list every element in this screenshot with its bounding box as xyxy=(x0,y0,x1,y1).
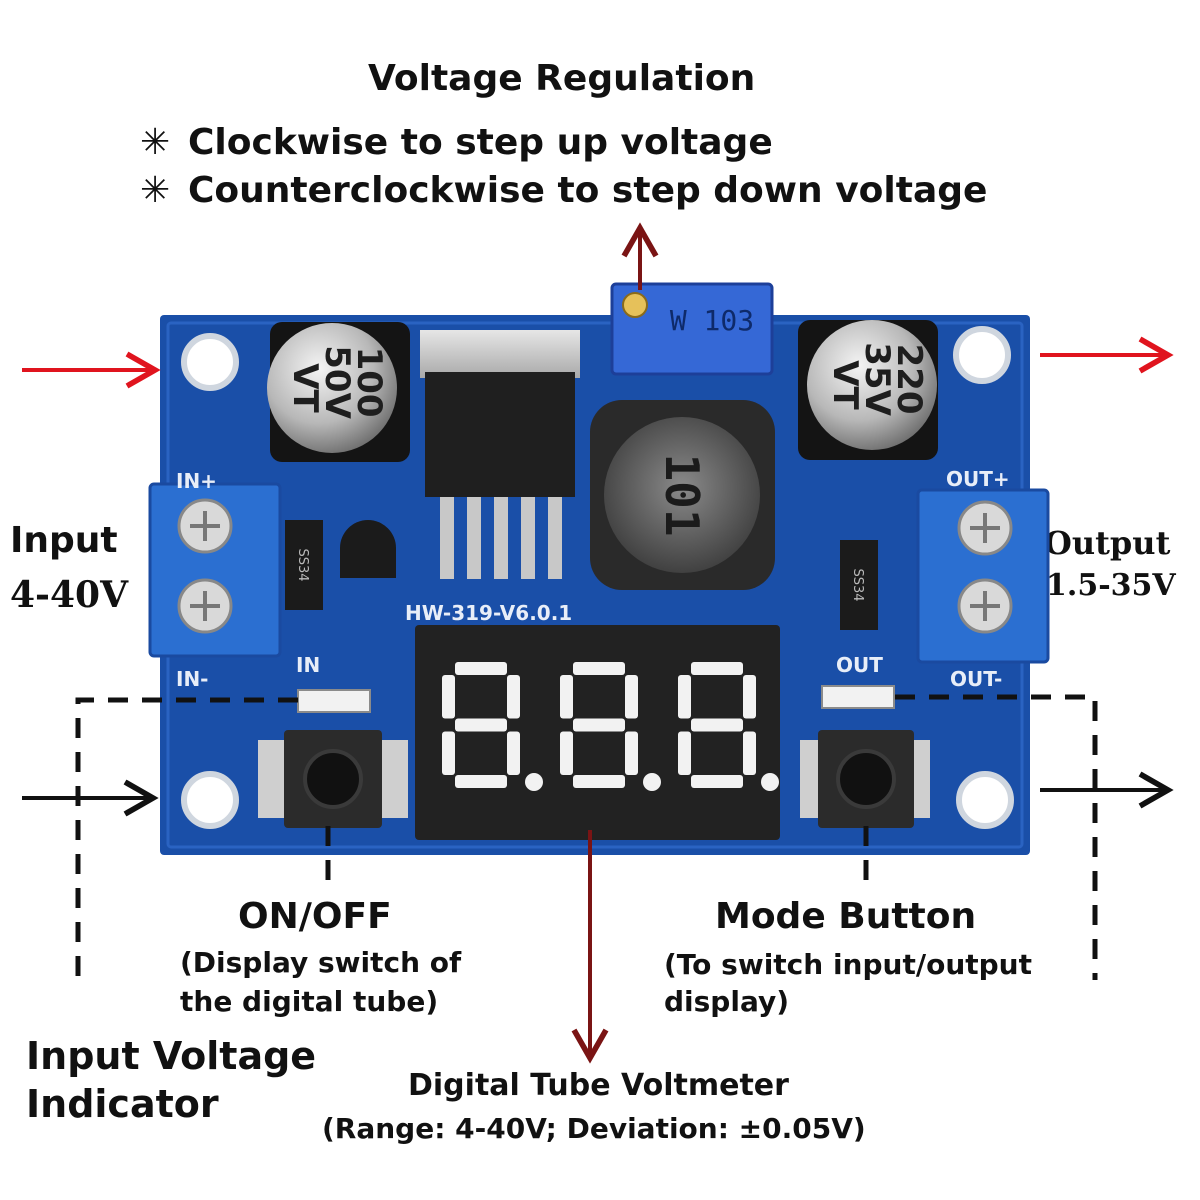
diode-left: SS34 xyxy=(285,520,323,610)
mode-button-desc-line2: display) xyxy=(664,985,790,1018)
onoff-title: ON/OFF xyxy=(238,896,392,937)
segment xyxy=(678,731,691,775)
inductor: 101 xyxy=(590,400,775,590)
output-capacitor: 220 35V VT xyxy=(798,320,938,460)
transistor xyxy=(340,520,396,578)
input-indicator-line1: Input Voltage xyxy=(26,1034,317,1078)
mode-button-title: Mode Button xyxy=(715,896,977,937)
digital-tube-display xyxy=(415,625,780,840)
regulator-chip xyxy=(420,330,580,579)
display-digits xyxy=(442,662,779,791)
output-led xyxy=(821,685,895,709)
segment xyxy=(625,731,638,775)
silk-out-led: OUT xyxy=(836,653,883,677)
segment xyxy=(455,718,507,732)
asterisk-icon: ✳ xyxy=(140,122,171,163)
input-capacitor: 100 50V VT xyxy=(267,322,410,462)
potentiometer-label: W 103 xyxy=(670,304,754,337)
input-label: Input xyxy=(10,520,118,561)
segment xyxy=(743,731,756,775)
mode-switch xyxy=(800,730,930,828)
potentiometer: W 103 xyxy=(610,282,774,376)
svg-text:100 50V VT: 100 50V VT xyxy=(285,345,389,430)
silk-in-plus: IN+ xyxy=(176,469,217,493)
mode-button-desc-line1: (To switch input/output xyxy=(664,948,1032,981)
output-range: 1.5-35V xyxy=(1046,568,1176,603)
segment xyxy=(573,662,625,675)
decimal-point xyxy=(761,773,779,791)
diode-left-marking: SS34 xyxy=(295,548,310,581)
diode-right-marking: SS34 xyxy=(850,568,865,601)
asterisk-icon: ✳ xyxy=(140,170,171,211)
segment xyxy=(573,718,625,732)
segment xyxy=(743,675,756,719)
input-led xyxy=(297,689,371,713)
segment xyxy=(455,775,507,788)
silk-out-plus: OUT+ xyxy=(946,467,1010,491)
mounting-holes xyxy=(181,326,1014,829)
segment xyxy=(678,675,691,719)
cap-out-value: 220 xyxy=(889,344,929,415)
input-terminal-block xyxy=(148,482,282,658)
adjust-screw-icon xyxy=(622,292,648,318)
output-terminal-block xyxy=(916,488,1050,664)
bullet-counterclockwise: ✳ Counterclockwise to step down voltage xyxy=(140,170,987,211)
segment xyxy=(507,731,520,775)
segment xyxy=(560,675,573,719)
leader-lines xyxy=(75,694,1098,990)
voltmeter-desc: (Range: 4-40V; Deviation: ±0.05V) xyxy=(322,1112,866,1145)
segment xyxy=(625,675,638,719)
silk-out-minus: OUT- xyxy=(950,667,1002,691)
bullet-text: Clockwise to step up voltage xyxy=(188,122,773,163)
segment xyxy=(560,731,573,775)
cap-in-voltage: 50V xyxy=(317,345,357,419)
display-digits-value: 888 xyxy=(595,839,600,841)
segment xyxy=(442,675,455,719)
cap-out-brand: VT xyxy=(825,360,865,410)
decimal-point xyxy=(643,773,661,791)
decimal-point xyxy=(525,773,543,791)
input-indicator-line2: Indicator xyxy=(26,1082,219,1126)
cap-in-brand: VT xyxy=(285,363,325,413)
output-label: Output xyxy=(1044,524,1171,562)
bullet-clockwise: ✳ Clockwise to step up voltage xyxy=(140,122,773,163)
bullet-text: Counterclockwise to step down voltage xyxy=(188,170,988,211)
diagram-title: Voltage Regulation xyxy=(368,58,756,99)
segment xyxy=(455,662,507,675)
silk-in-minus: IN- xyxy=(176,667,208,691)
silk-model: HW-319-V6.0.1 xyxy=(405,601,572,625)
silk-in-led: IN xyxy=(296,653,320,677)
svg-text:220 35V VT: 220 35V VT xyxy=(825,342,929,427)
onoff-switch xyxy=(258,730,408,828)
segment xyxy=(691,718,743,732)
segment xyxy=(691,775,743,788)
onoff-desc-line1: (Display switch of xyxy=(180,946,462,979)
cap-out-voltage: 35V xyxy=(857,342,897,416)
segment xyxy=(442,731,455,775)
segment xyxy=(691,662,743,675)
inductor-marking: 101 xyxy=(655,453,709,536)
voltmeter-title: Digital Tube Voltmeter xyxy=(408,1068,789,1103)
input-range: 4-40V xyxy=(10,574,129,616)
segment xyxy=(507,675,520,719)
segment xyxy=(573,775,625,788)
diode-right: SS34 xyxy=(840,540,878,630)
onoff-desc-line2: the digital tube) xyxy=(180,985,439,1018)
cap-in-value: 100 xyxy=(349,347,389,418)
